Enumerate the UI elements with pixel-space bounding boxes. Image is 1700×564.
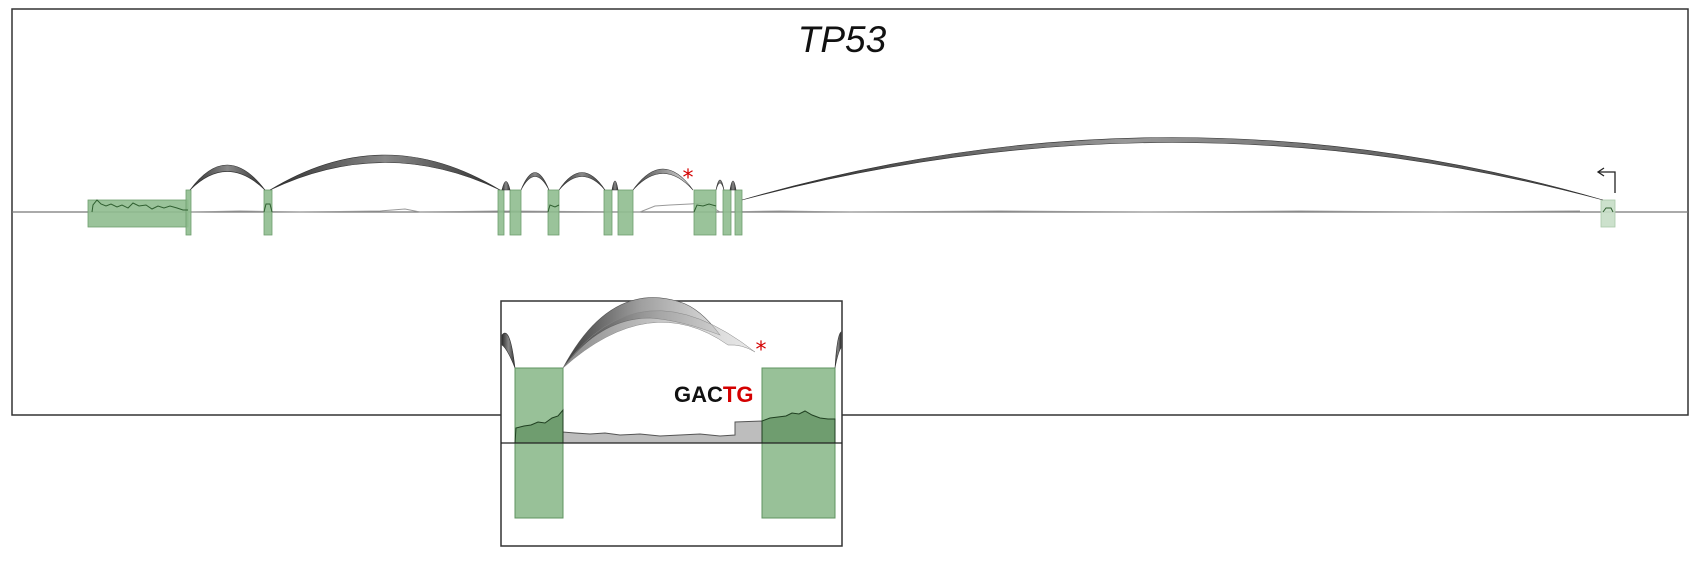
junction-arc-long (741, 137, 1604, 201)
zoom-edge-arc-left (501, 333, 516, 369)
zoom-junction-arc-shadow (562, 310, 756, 369)
zoom-exon-coverage-left (514, 408, 564, 444)
exon-5 (509, 189, 522, 236)
junction-arc-1 (189, 164, 266, 191)
exon-2 (185, 189, 192, 236)
zoom-intron-coverage (562, 420, 763, 444)
exon-11 (734, 189, 743, 236)
intron-coverage-trace (189, 202, 1581, 213)
exon-12-faded (1600, 199, 1616, 228)
junction-arc-9 (729, 180, 737, 191)
junction-arc-2 (269, 154, 501, 191)
strand-direction-arrow-icon (1596, 167, 1616, 193)
zoom-inset: * GACTG (500, 297, 843, 547)
main-panel: TP53 (11, 8, 1689, 416)
zoom-edge-arc-right (834, 331, 842, 369)
gene-title: TP53 (798, 19, 887, 60)
junction-arc-7-variant (632, 168, 694, 191)
exon-coverage-traces (91, 199, 1614, 213)
sequence-normal: GAC (674, 382, 723, 407)
splice-site-sequence: GACTG (674, 382, 753, 407)
exon-7 (603, 189, 613, 236)
exon-4 (497, 189, 505, 236)
sequence-variant: TG (723, 382, 754, 407)
junction-arc-3 (501, 181, 511, 191)
junction-arc-5 (558, 172, 606, 191)
junction-arc-6 (611, 180, 619, 191)
zoom-splice-variant-marker: * (756, 338, 767, 363)
splice-variant-marker: * (683, 166, 694, 191)
exon-9 (693, 189, 717, 236)
exon-8 (617, 189, 634, 236)
junction-arc-8 (715, 179, 725, 191)
zoom-exon-coverage-right (761, 410, 836, 444)
exon-10 (722, 189, 732, 236)
junction-arcs (189, 137, 1604, 201)
junction-arc-4 (520, 172, 550, 191)
exon-1 (87, 199, 189, 228)
exon-3 (263, 189, 273, 236)
exon-6 (547, 189, 560, 236)
exon-track (87, 189, 1616, 236)
